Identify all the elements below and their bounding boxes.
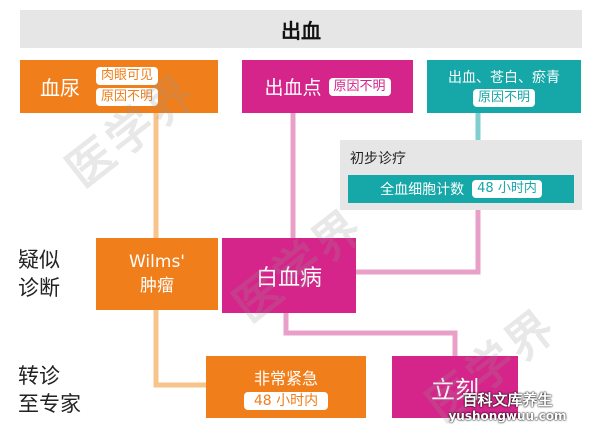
page-title: 出血 <box>281 18 321 43</box>
petechiae-label: 出血点 <box>264 77 322 99</box>
site-watermark-url: yushongwuu.com <box>448 409 567 423</box>
hematuria-box: 血尿 肉眼可见 原因不明 <box>20 60 218 113</box>
hematuria-tags: 肉眼可见 原因不明 <box>96 67 159 106</box>
site-watermark: 百科文库养生 yushongwuu.com <box>425 392 590 424</box>
initial-exam-test-bar: 全血细胞计数 48 小时内 <box>348 175 574 203</box>
very-urgent-label: 非常紧急 <box>253 368 318 388</box>
hematuria-label: 血尿 <box>40 76 80 100</box>
line-exam-leukemia <box>356 205 481 275</box>
very-urgent-time: 48 小时内 <box>243 391 329 410</box>
suspected-diagnosis-label: 疑似 诊断 <box>18 248 60 300</box>
petechiae-box: 出血点 原因不明 <box>242 60 413 113</box>
line-wilms-urgent <box>153 310 207 388</box>
leukemia-label: 白血病 <box>255 265 322 291</box>
bruising-box: 出血、苍白、瘀青 原因不明 <box>427 60 581 113</box>
wilms-tumor-line2: 肿瘤 <box>140 276 174 296</box>
initial-exam-panel: 初步诊疗 全血细胞计数 48 小时内 <box>340 140 582 210</box>
referral-label: 转诊 至专家 <box>18 364 81 416</box>
initial-exam-title: 初步诊疗 <box>350 151 406 167</box>
hematuria-tag-unknown: 原因不明 <box>96 88 159 106</box>
petechiae-tag: 原因不明 <box>328 77 391 96</box>
line-leukemia-immediate <box>283 313 458 356</box>
bruising-label: 出血、苍白、瘀青 <box>448 69 560 86</box>
wilms-tumor-box: Wilms' 肿瘤 <box>96 238 218 310</box>
immediate-label: 立刻 <box>431 375 479 404</box>
leukemia-box: 白血病 <box>222 238 356 313</box>
site-watermark-name: 百科文库养生 <box>462 391 553 409</box>
wilms-tumor-line1: Wilms' <box>129 252 185 272</box>
very-urgent-box: 非常紧急 48 小时内 <box>206 356 366 418</box>
immediate-box: 立刻 <box>392 356 518 418</box>
bruising-tag: 原因不明 <box>472 88 535 107</box>
initial-exam-test: 全血细胞计数 <box>380 182 465 198</box>
hematuria-tag-visible: 肉眼可见 <box>96 67 159 85</box>
initial-exam-time: 48 小时内 <box>472 180 542 198</box>
title-band: 出血 <box>20 10 582 48</box>
